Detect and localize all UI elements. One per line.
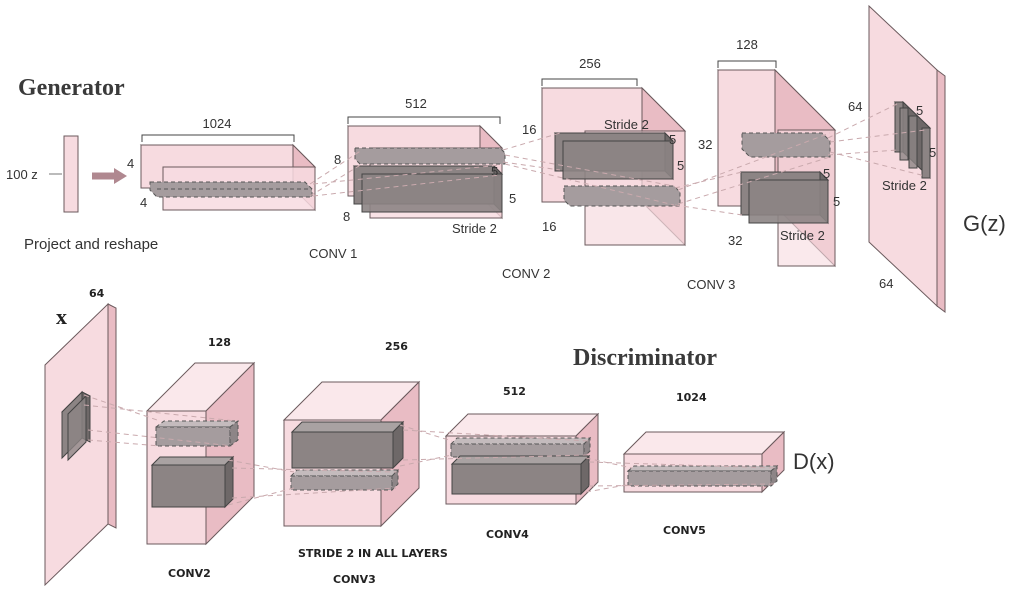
disc-block-conv3	[282, 380, 421, 528]
gen-256-width: 256	[579, 56, 601, 71]
gen-128-brace	[717, 60, 777, 68]
project-reshape-label: Project and reshape	[24, 236, 158, 253]
disc-block-conv4	[444, 412, 600, 506]
gen-block-128	[716, 68, 837, 268]
generator-title: Generator	[18, 75, 125, 101]
disc-input-image	[44, 302, 117, 587]
disc-connections	[83, 394, 777, 506]
gen-output-image	[868, 4, 946, 313]
gen-256-d: 16	[542, 219, 556, 234]
gen-256-stride: Stride 2	[604, 117, 649, 132]
gz-output-label: G(z)	[963, 211, 1006, 236]
z-input-label: 100 z	[6, 167, 38, 182]
gen-128-h: 32	[698, 137, 712, 152]
gen-512-brace	[347, 116, 501, 124]
disc-input-x: x	[56, 304, 67, 329]
disc-conv3-label: CONV3	[333, 573, 376, 586]
disc-conv4-label: CONV4	[486, 528, 529, 541]
disc-input-size: 64	[89, 287, 105, 300]
gen-conv2-label: CONV 2	[502, 266, 550, 281]
gen-1024-d: 4	[140, 195, 147, 210]
gen-128-k2: 5	[833, 194, 840, 209]
disc-conv2-label: CONV2	[168, 567, 211, 580]
disc-stride-note: STRIDE 2 IN ALL LAYERS	[298, 547, 448, 560]
gen-256-h: 16	[522, 122, 536, 137]
gen-output-stride: Stride 2	[882, 178, 927, 193]
gen-connections	[309, 103, 926, 216]
gen-512-width: 512	[405, 96, 427, 111]
disc-conv5-label: CONV5	[663, 524, 706, 537]
gen-512-k1: 5	[491, 164, 498, 179]
gen-conv3-label: CONV 3	[687, 277, 735, 292]
gen-128-stride: Stride 2	[780, 228, 825, 243]
gen-512-h: 8	[334, 152, 341, 167]
disc-conv3-width: 256	[385, 340, 408, 353]
gen-512-d: 8	[343, 209, 350, 224]
discriminator-title: Discriminator	[573, 345, 717, 371]
gen-output-k2: 5	[929, 145, 936, 160]
disc-conv5-width: 1024	[676, 391, 707, 404]
gen-128-width: 128	[736, 37, 758, 52]
gen-output-h: 64	[879, 276, 893, 291]
gen-512-stride: Stride 2	[452, 221, 497, 236]
disc-block-conv2	[145, 361, 256, 546]
gen-128-k1: 5	[823, 166, 830, 181]
gen-256-k1: 5	[669, 132, 676, 147]
gen-block-1024	[139, 143, 317, 212]
disc-conv2-width: 128	[208, 336, 231, 349]
gen-block-512	[346, 124, 506, 220]
gen-256-brace	[541, 78, 638, 86]
gen-1024-h: 4	[127, 156, 134, 171]
gen-conv1-label: CONV 1	[309, 246, 357, 261]
disc-conv4-width: 512	[503, 385, 526, 398]
gen-1024-brace	[141, 134, 295, 142]
dx-output-label: D(x)	[793, 449, 835, 474]
gen-1024-width: 1024	[203, 116, 232, 131]
disc-block-conv5	[622, 430, 786, 494]
gen-256-k2: 5	[677, 158, 684, 173]
gen-block-256	[540, 86, 687, 247]
gen-512-k2: 5	[509, 191, 516, 206]
gen-128-d: 32	[728, 233, 742, 248]
z-vector	[49, 135, 79, 213]
gen-output-w: 64	[848, 99, 862, 114]
project-arrow-icon	[92, 168, 127, 184]
gen-output-k1: 5	[916, 103, 923, 118]
